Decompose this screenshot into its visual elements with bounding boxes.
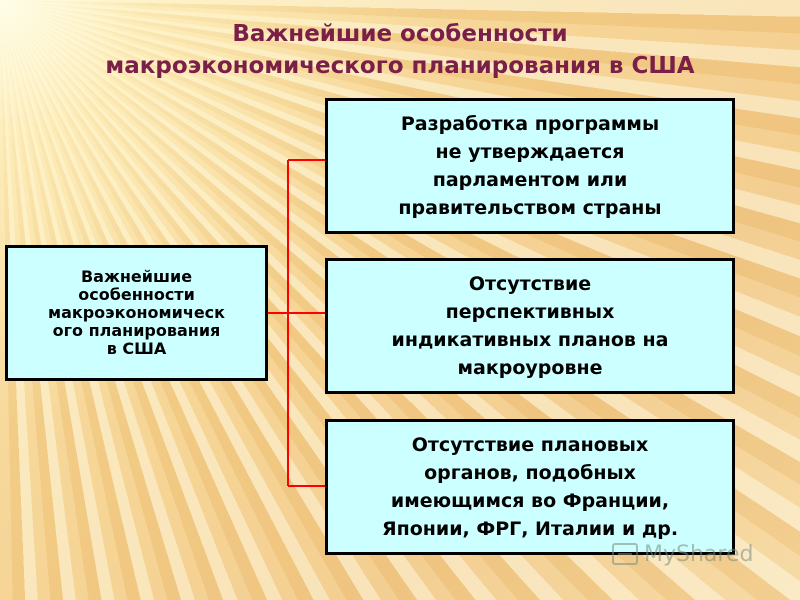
feature-3-line-4: Японии, ФРГ, Италии и др. — [381, 518, 679, 540]
feature-2-line-1: Отсутствие — [468, 273, 592, 295]
feature-3-line-1: Отсутствие плановых — [411, 434, 649, 456]
feature-2-line-2: перспективных — [445, 301, 615, 323]
feature-2-line-3: индикативных планов на — [391, 329, 669, 351]
root-node-line-2: особенности — [78, 285, 195, 304]
root-node: Важнейшие особенности макроэкономическ о… — [5, 245, 268, 381]
root-node-line-4: ого планирования — [52, 321, 221, 340]
watermark-text: MyShared — [644, 541, 754, 567]
feature-3-line-2: органов, подобных — [424, 462, 636, 484]
slide-title-line-2: макроэкономического планирования в США — [105, 53, 695, 79]
feature-node-2: Отсутствие перспективных индикативных пл… — [325, 258, 735, 394]
feature-1-line-3: парламентом или — [432, 169, 628, 191]
slide-title-line-1: Важнейшие особенности — [232, 21, 568, 47]
feature-1-line-4: правительством страны — [398, 197, 662, 219]
presentation-board-icon — [612, 543, 638, 565]
feature-node-1: Разработка программы не утверждается пар… — [325, 98, 735, 234]
watermark: MyShared — [612, 540, 753, 568]
root-node-line-5: в США — [106, 339, 167, 358]
slide-title: Важнейшие особенности макроэкономическог… — [0, 18, 800, 82]
feature-1-line-2: не утверждается — [435, 141, 625, 163]
feature-1-line-1: Разработка программы — [400, 113, 660, 135]
feature-3-line-3: имеющимся во Франции, — [390, 490, 670, 512]
feature-node-3: Отсутствие плановых органов, подобных им… — [325, 419, 735, 555]
feature-2-line-4: макроуровне — [457, 357, 603, 379]
root-node-line-1: Важнейшие — [80, 267, 193, 286]
root-node-line-3: макроэкономическ — [47, 303, 226, 322]
